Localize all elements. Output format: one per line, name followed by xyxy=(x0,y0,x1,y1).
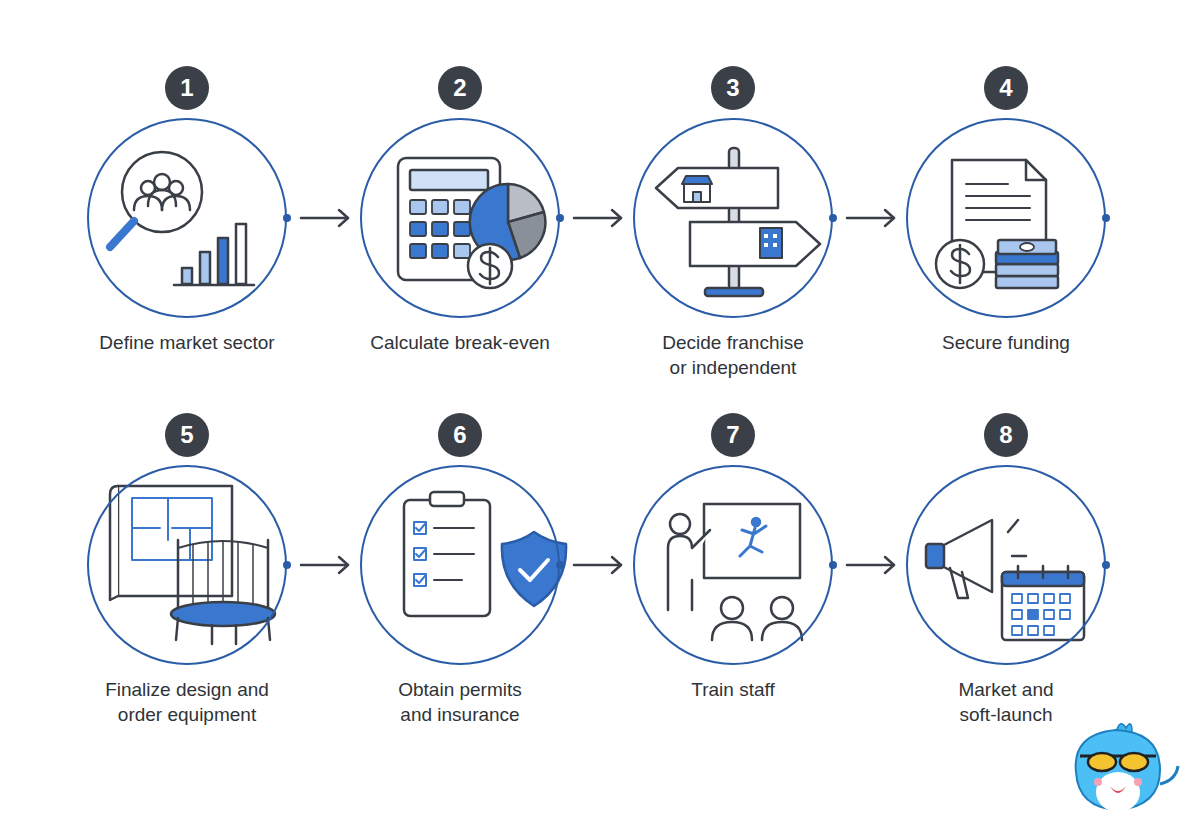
step-badge: 4 xyxy=(984,66,1028,110)
step-label: Decide franchise or independent xyxy=(653,330,813,380)
step-circle xyxy=(360,465,560,665)
step-circle xyxy=(87,465,287,665)
step-label: Calculate break-even xyxy=(345,330,575,355)
step-node: 5Finalize design and order equipment xyxy=(87,413,287,727)
flow-arrow xyxy=(574,210,621,226)
flow-arrow xyxy=(574,557,621,573)
step-badge: 2 xyxy=(438,66,482,110)
step-node: 2Calculate break-even xyxy=(360,66,560,355)
design-icon xyxy=(110,486,275,644)
step-label: Market and soft-launch xyxy=(941,677,1071,727)
step-circle xyxy=(360,118,560,318)
mascot xyxy=(1076,724,1178,812)
step-label: Finalize design and order equipment xyxy=(87,677,287,727)
step-number: 1 xyxy=(180,76,193,100)
flow-arrow xyxy=(301,210,348,226)
step-label: Define market sector xyxy=(72,330,302,355)
research-icon xyxy=(110,152,254,285)
step-number: 2 xyxy=(453,76,466,100)
step-node: 1Define market sector xyxy=(87,66,287,355)
step-node: 3Decide franchise or independent xyxy=(633,66,833,380)
edge-dots xyxy=(283,214,1110,569)
training-icon xyxy=(668,504,802,640)
step-badge: 7 xyxy=(711,413,755,457)
signpost-icon xyxy=(656,148,820,296)
step-number: 7 xyxy=(726,423,739,447)
step-circle xyxy=(633,118,833,318)
step-label: Train staff xyxy=(618,677,848,702)
step-badge: 5 xyxy=(165,413,209,457)
step-badge: 3 xyxy=(711,66,755,110)
step-badge: 8 xyxy=(984,413,1028,457)
step-badge: 6 xyxy=(438,413,482,457)
calculator-icon xyxy=(398,158,545,288)
step-circle xyxy=(906,118,1106,318)
step-node: 7Train staff xyxy=(633,413,833,702)
step-number: 6 xyxy=(453,423,466,447)
step-number: 5 xyxy=(180,423,193,447)
flow-arrow xyxy=(301,557,348,573)
step-node: 6Obtain permits and insurance xyxy=(360,413,560,727)
step-badge: 1 xyxy=(165,66,209,110)
step-number: 3 xyxy=(726,76,739,100)
step-label: Secure funding xyxy=(891,330,1121,355)
flow-arrow xyxy=(847,210,894,226)
permits-icon xyxy=(404,492,566,616)
step-node: 8Market and soft-launch xyxy=(906,413,1106,727)
step-node: 4Secure funding xyxy=(906,66,1106,355)
funding-icon xyxy=(936,160,1058,288)
step-label: Obtain permits and insurance xyxy=(385,677,535,727)
step-number: 8 xyxy=(999,423,1012,447)
flow-arrow xyxy=(847,557,894,573)
marketing-icon xyxy=(926,520,1084,640)
step-number: 4 xyxy=(999,76,1012,100)
step-circle xyxy=(87,118,287,318)
step-circle xyxy=(906,465,1106,665)
step-circle xyxy=(633,465,833,665)
